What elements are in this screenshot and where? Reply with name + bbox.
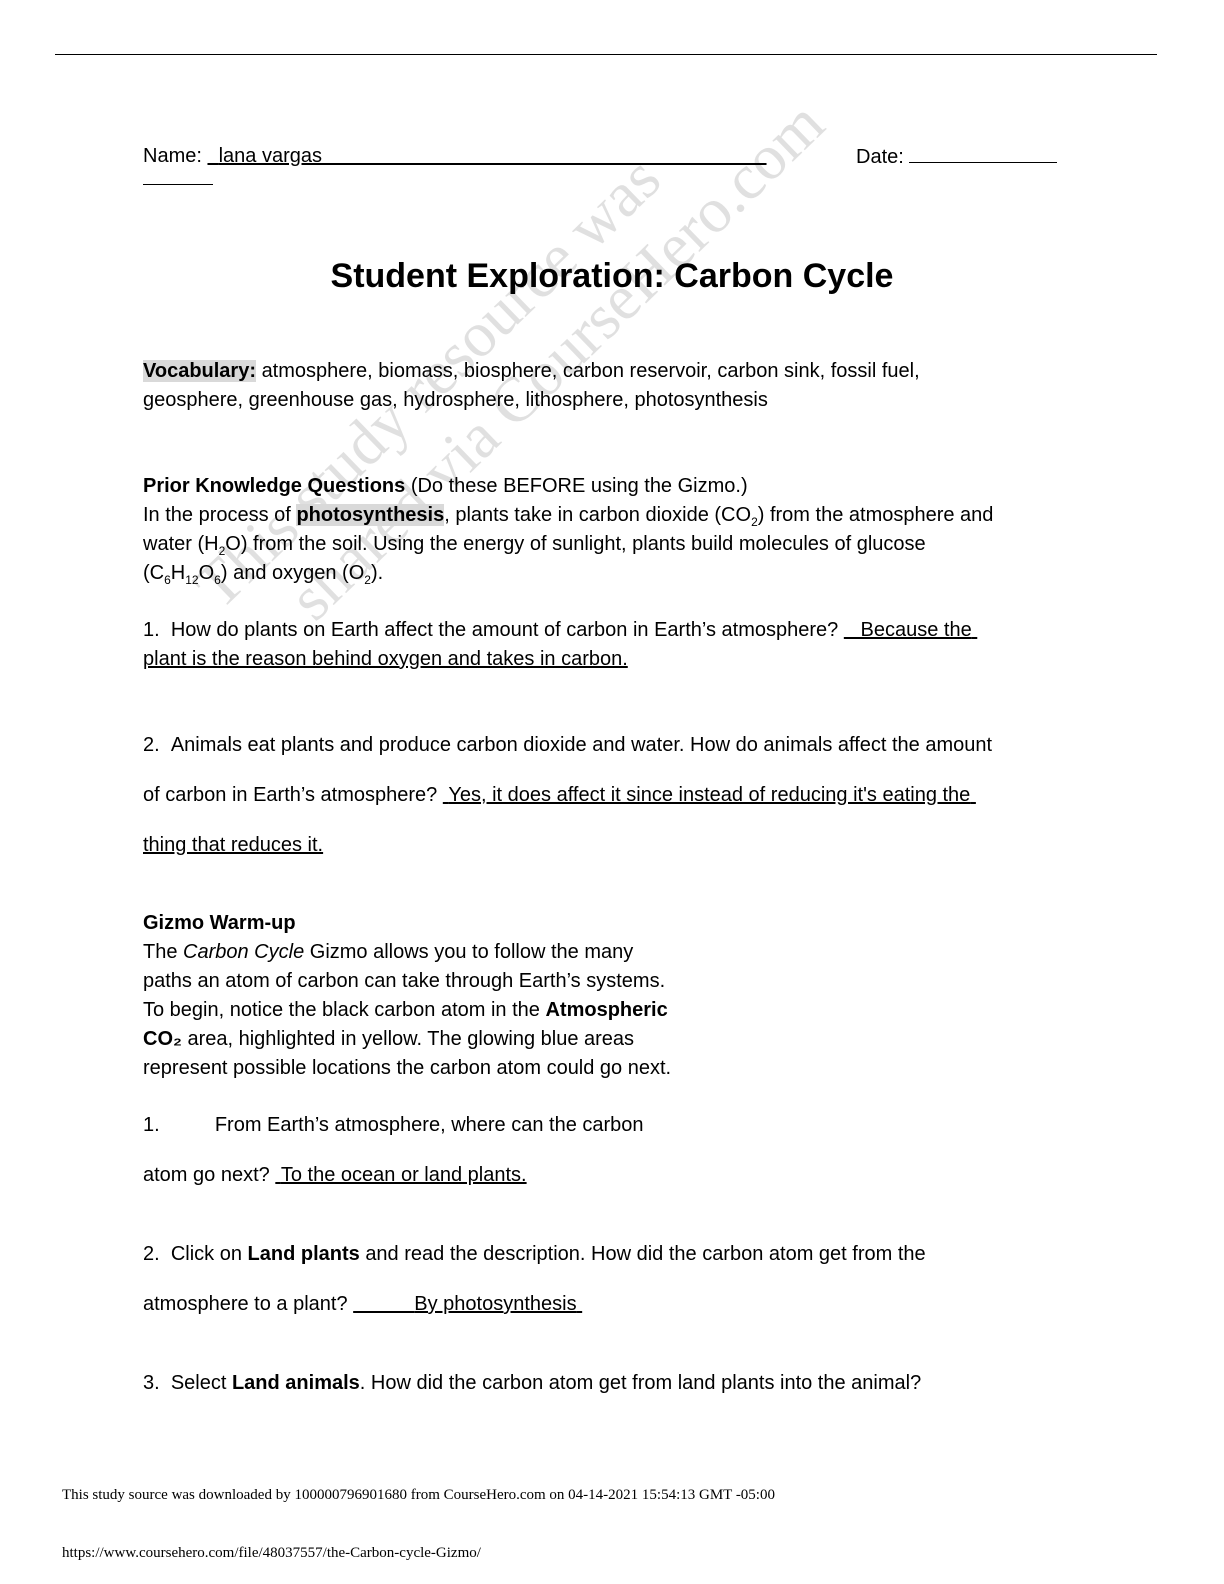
warmup-q1: 1. From Earth’s atmosphere, where can th… — [143, 1111, 644, 1140]
warmup-q3-number: 3. — [143, 1372, 160, 1394]
warmup-q2-number: 2. — [143, 1243, 160, 1265]
warmup-q2-answer[interactable]: By photosynthesis — [414, 1293, 577, 1315]
vocabulary-label: Vocabulary: — [143, 360, 256, 382]
warmup-line-3: To begin, notice the black carbon atom i… — [143, 999, 668, 1021]
page-title: Student Exploration: Carbon Cycle — [330, 257, 894, 295]
prior-q2: 2. Animals eat plants and produce carbon… — [143, 731, 992, 760]
warmup-q3: 3. Select Land animals. How did the carb… — [143, 1372, 922, 1394]
prior-q2-text-b: of carbon in Earth’s atmosphere? — [143, 784, 438, 806]
name-value[interactable]: lana vargas — [218, 145, 322, 167]
land-plants-term: Land plants — [247, 1243, 360, 1265]
land-animals-term: Land animals — [231, 1372, 360, 1394]
vocabulary-line-2: geosphere, greenhouse gas, hydrosphere, … — [143, 389, 768, 411]
vocabulary-line-1: Vocabulary: atmosphere, biomass, biosphe… — [143, 357, 920, 386]
prior-q2-line-2: of carbon in Earth’s atmosphere? Yes, it… — [143, 781, 976, 810]
date-field-overflow[interactable] — [143, 164, 213, 185]
prior-q1-number: 1. — [143, 619, 160, 641]
warmup-q2: 2. Click on Land plants and read the des… — [143, 1243, 926, 1265]
date-row: Date: — [856, 142, 1058, 172]
date-field-continuation — [143, 164, 213, 194]
prior-q1-answer-a[interactable]: Because the — [860, 619, 972, 641]
top-rule — [55, 54, 1157, 55]
warmup-line-4: CO₂ area, highlighted in yellow. The glo… — [143, 1028, 635, 1050]
warmup-line-2: paths an atom of carbon can take through… — [143, 970, 666, 992]
warmup-line-5: represent possible locations the carbon … — [143, 1057, 672, 1079]
name-row: Name: lana vargas — [143, 142, 767, 171]
name-label: Name: — [143, 145, 202, 167]
warmup-q1-answer[interactable]: To the ocean or land plants. — [280, 1164, 527, 1186]
prior-knowledge-heading: Prior Knowledge Questions (Do these BEFO… — [143, 475, 748, 497]
prior-q2-answer-b[interactable]: thing that reduces it. — [143, 834, 324, 856]
date-field[interactable] — [909, 142, 1058, 163]
footer-url[interactable]: https://www.coursehero.com/file/48037557… — [62, 1545, 481, 1561]
prior-q2-text-a: Animals eat plants and produce carbon di… — [170, 734, 993, 756]
prior-knowledge-intro-1: In the process of photosynthesis, plants… — [143, 504, 994, 529]
warmup-line-1: The Carbon Cycle Gizmo allows you to fol… — [143, 941, 634, 963]
gizmo-name: Carbon Cycle — [183, 941, 305, 963]
warmup-q2-line-2: atmosphere to a plant? By photosynthesis — [143, 1290, 582, 1319]
prior-q1-text: How do plants on Earth affect the amount… — [170, 619, 839, 641]
vocabulary-terms-1: atmosphere, biomass, biosphere, carbon r… — [261, 360, 920, 382]
warmup-q1-text: From Earth’s atmosphere, where can the c… — [214, 1114, 644, 1136]
date-label: Date: — [856, 146, 904, 168]
warmup-q1-number: 1. — [143, 1114, 160, 1136]
prior-knowledge-intro-3: (C6H12O6) and oxygen (O2). — [143, 562, 384, 587]
warmup-heading: Gizmo Warm-up — [143, 912, 296, 934]
prior-q1: 1. How do plants on Earth affect the amo… — [143, 616, 977, 645]
prior-knowledge-intro-2: water (H2O) from the soil. Using the ene… — [143, 533, 926, 558]
prior-q1-answer-b[interactable]: plant is the reason behind oxygen and ta… — [143, 648, 628, 670]
footer-source-line: This study source was downloaded by 1000… — [62, 1487, 775, 1503]
photosynthesis-term: photosynthesis — [296, 504, 445, 526]
prior-q2-answer-a[interactable]: Yes, it does affect it since instead of … — [448, 784, 971, 806]
warmup-q1-line-2: atom go next? To the ocean or land plant… — [143, 1164, 527, 1186]
prior-q2-number: 2. — [143, 734, 160, 756]
